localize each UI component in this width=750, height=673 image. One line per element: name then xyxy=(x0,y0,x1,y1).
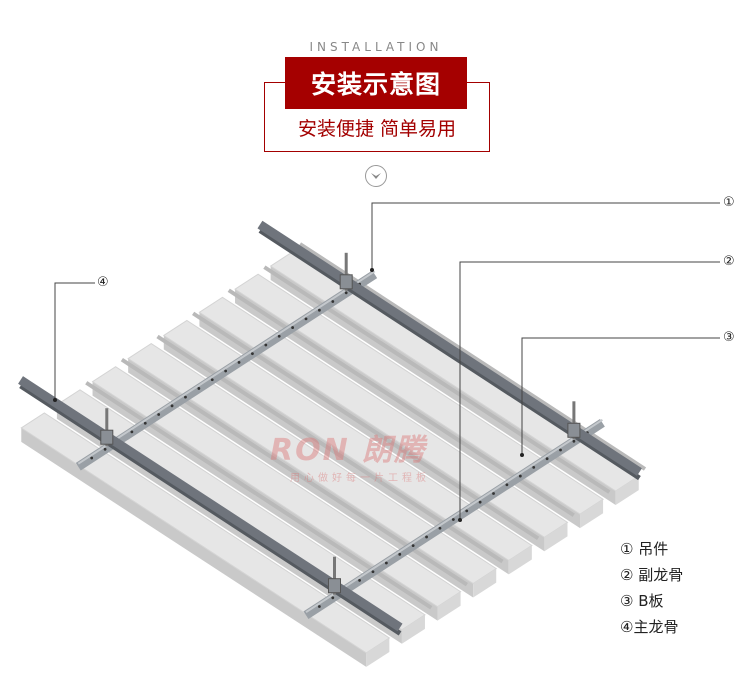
sub-keel-hole xyxy=(572,439,576,443)
panel-end xyxy=(473,568,497,598)
sub-keel-hole xyxy=(451,518,455,521)
sub-keel-hole xyxy=(157,413,161,416)
callout-line-3 xyxy=(521,337,720,455)
sub-keel-hole xyxy=(331,596,335,600)
sub-keel-hole xyxy=(465,509,469,513)
sub-keel-edge xyxy=(305,418,603,614)
installation-label: INSTALLATION xyxy=(309,40,443,54)
sub-keel-hole xyxy=(478,500,482,504)
sub-keel-hole xyxy=(143,421,147,425)
sub-keel-hole xyxy=(411,544,415,548)
sub-keel-hole xyxy=(210,378,214,382)
watermark-slogan: 用心做好每一片工程板 xyxy=(290,473,430,484)
sub-keel-hole xyxy=(103,447,107,451)
hanger-clip xyxy=(567,422,581,438)
sub-keel-hole xyxy=(197,387,201,390)
sub-keel-hole xyxy=(304,317,308,321)
sub-keel-hole xyxy=(384,561,388,565)
callout-4: ④ xyxy=(97,275,109,290)
callout-dot-2 xyxy=(458,518,462,522)
panel-end xyxy=(437,591,461,621)
watermark: RON 朗腾 用心做好每一片工程板 xyxy=(270,425,430,484)
sub-keel-hole xyxy=(492,492,495,495)
sub-keel-hole xyxy=(277,334,281,338)
callout-dot-1 xyxy=(370,268,374,272)
page-title: 安装示意图 xyxy=(285,57,467,109)
sub-keel-hole xyxy=(371,570,375,574)
legend-item-b-panel: ③ B板 xyxy=(620,592,664,610)
sub-keel-hole xyxy=(317,605,321,608)
sub-keel-hole xyxy=(251,352,254,356)
sub-keel-hole xyxy=(130,430,134,434)
sub-keel-edge xyxy=(77,270,376,465)
callout-3: ③ xyxy=(723,330,735,345)
callout-2: ② xyxy=(723,254,735,269)
sub-keel-hole xyxy=(237,360,241,364)
panel-side xyxy=(21,427,367,667)
callout-line-4 xyxy=(54,282,95,400)
legend-item-sub-keel: ② 副龙骨 xyxy=(620,566,684,584)
callout-dot-3 xyxy=(520,453,524,457)
legend-item-main-keel: ④主龙骨 xyxy=(620,618,679,636)
sub-keel-hole xyxy=(344,291,348,295)
hanger-clip xyxy=(100,429,114,445)
panel-end xyxy=(544,522,568,552)
sub-keel-hole xyxy=(545,457,549,461)
page-subtitle: 安装便捷 简单易用 xyxy=(297,118,457,140)
callout-1: ① xyxy=(723,195,735,210)
panel-end xyxy=(508,545,532,575)
sub-keel-hole xyxy=(398,552,402,556)
sub-keel-hole xyxy=(559,448,562,452)
watermark-brand: RON 朗腾 xyxy=(270,433,427,468)
sub-keel-hole xyxy=(532,465,536,469)
sub-keel-hole xyxy=(358,579,361,582)
panel-end xyxy=(401,614,425,644)
callout-line-1 xyxy=(371,202,720,270)
sub-keel-hole xyxy=(425,535,428,539)
hanger-clip xyxy=(339,274,353,290)
callout-line-2 xyxy=(459,261,720,520)
legend: ① 吊件 ② 副龙骨 ③ B板 ④主龙骨 xyxy=(620,536,683,640)
hanger-clip xyxy=(328,578,341,594)
sub-keel-hole xyxy=(518,474,522,478)
sub-keel-hole xyxy=(170,404,174,408)
legend-item-hanger: ① 吊件 xyxy=(620,540,669,558)
panel-end xyxy=(366,637,390,667)
sub-keel-hole xyxy=(224,369,228,373)
callout-dot-4 xyxy=(53,398,57,402)
sub-keel-hole xyxy=(505,483,509,487)
panel-end xyxy=(615,476,639,506)
sub-keel-hole xyxy=(184,395,187,399)
sub-keel-hole xyxy=(291,326,295,329)
sub-keel-hole xyxy=(264,343,268,347)
sub-keel-hole xyxy=(438,526,442,530)
sub-keel-hole xyxy=(318,308,321,312)
panel-end xyxy=(580,499,604,529)
sub-keel-hole xyxy=(90,456,94,460)
chevron-down-icon[interactable] xyxy=(365,165,387,187)
sub-keel-hole xyxy=(331,300,335,303)
